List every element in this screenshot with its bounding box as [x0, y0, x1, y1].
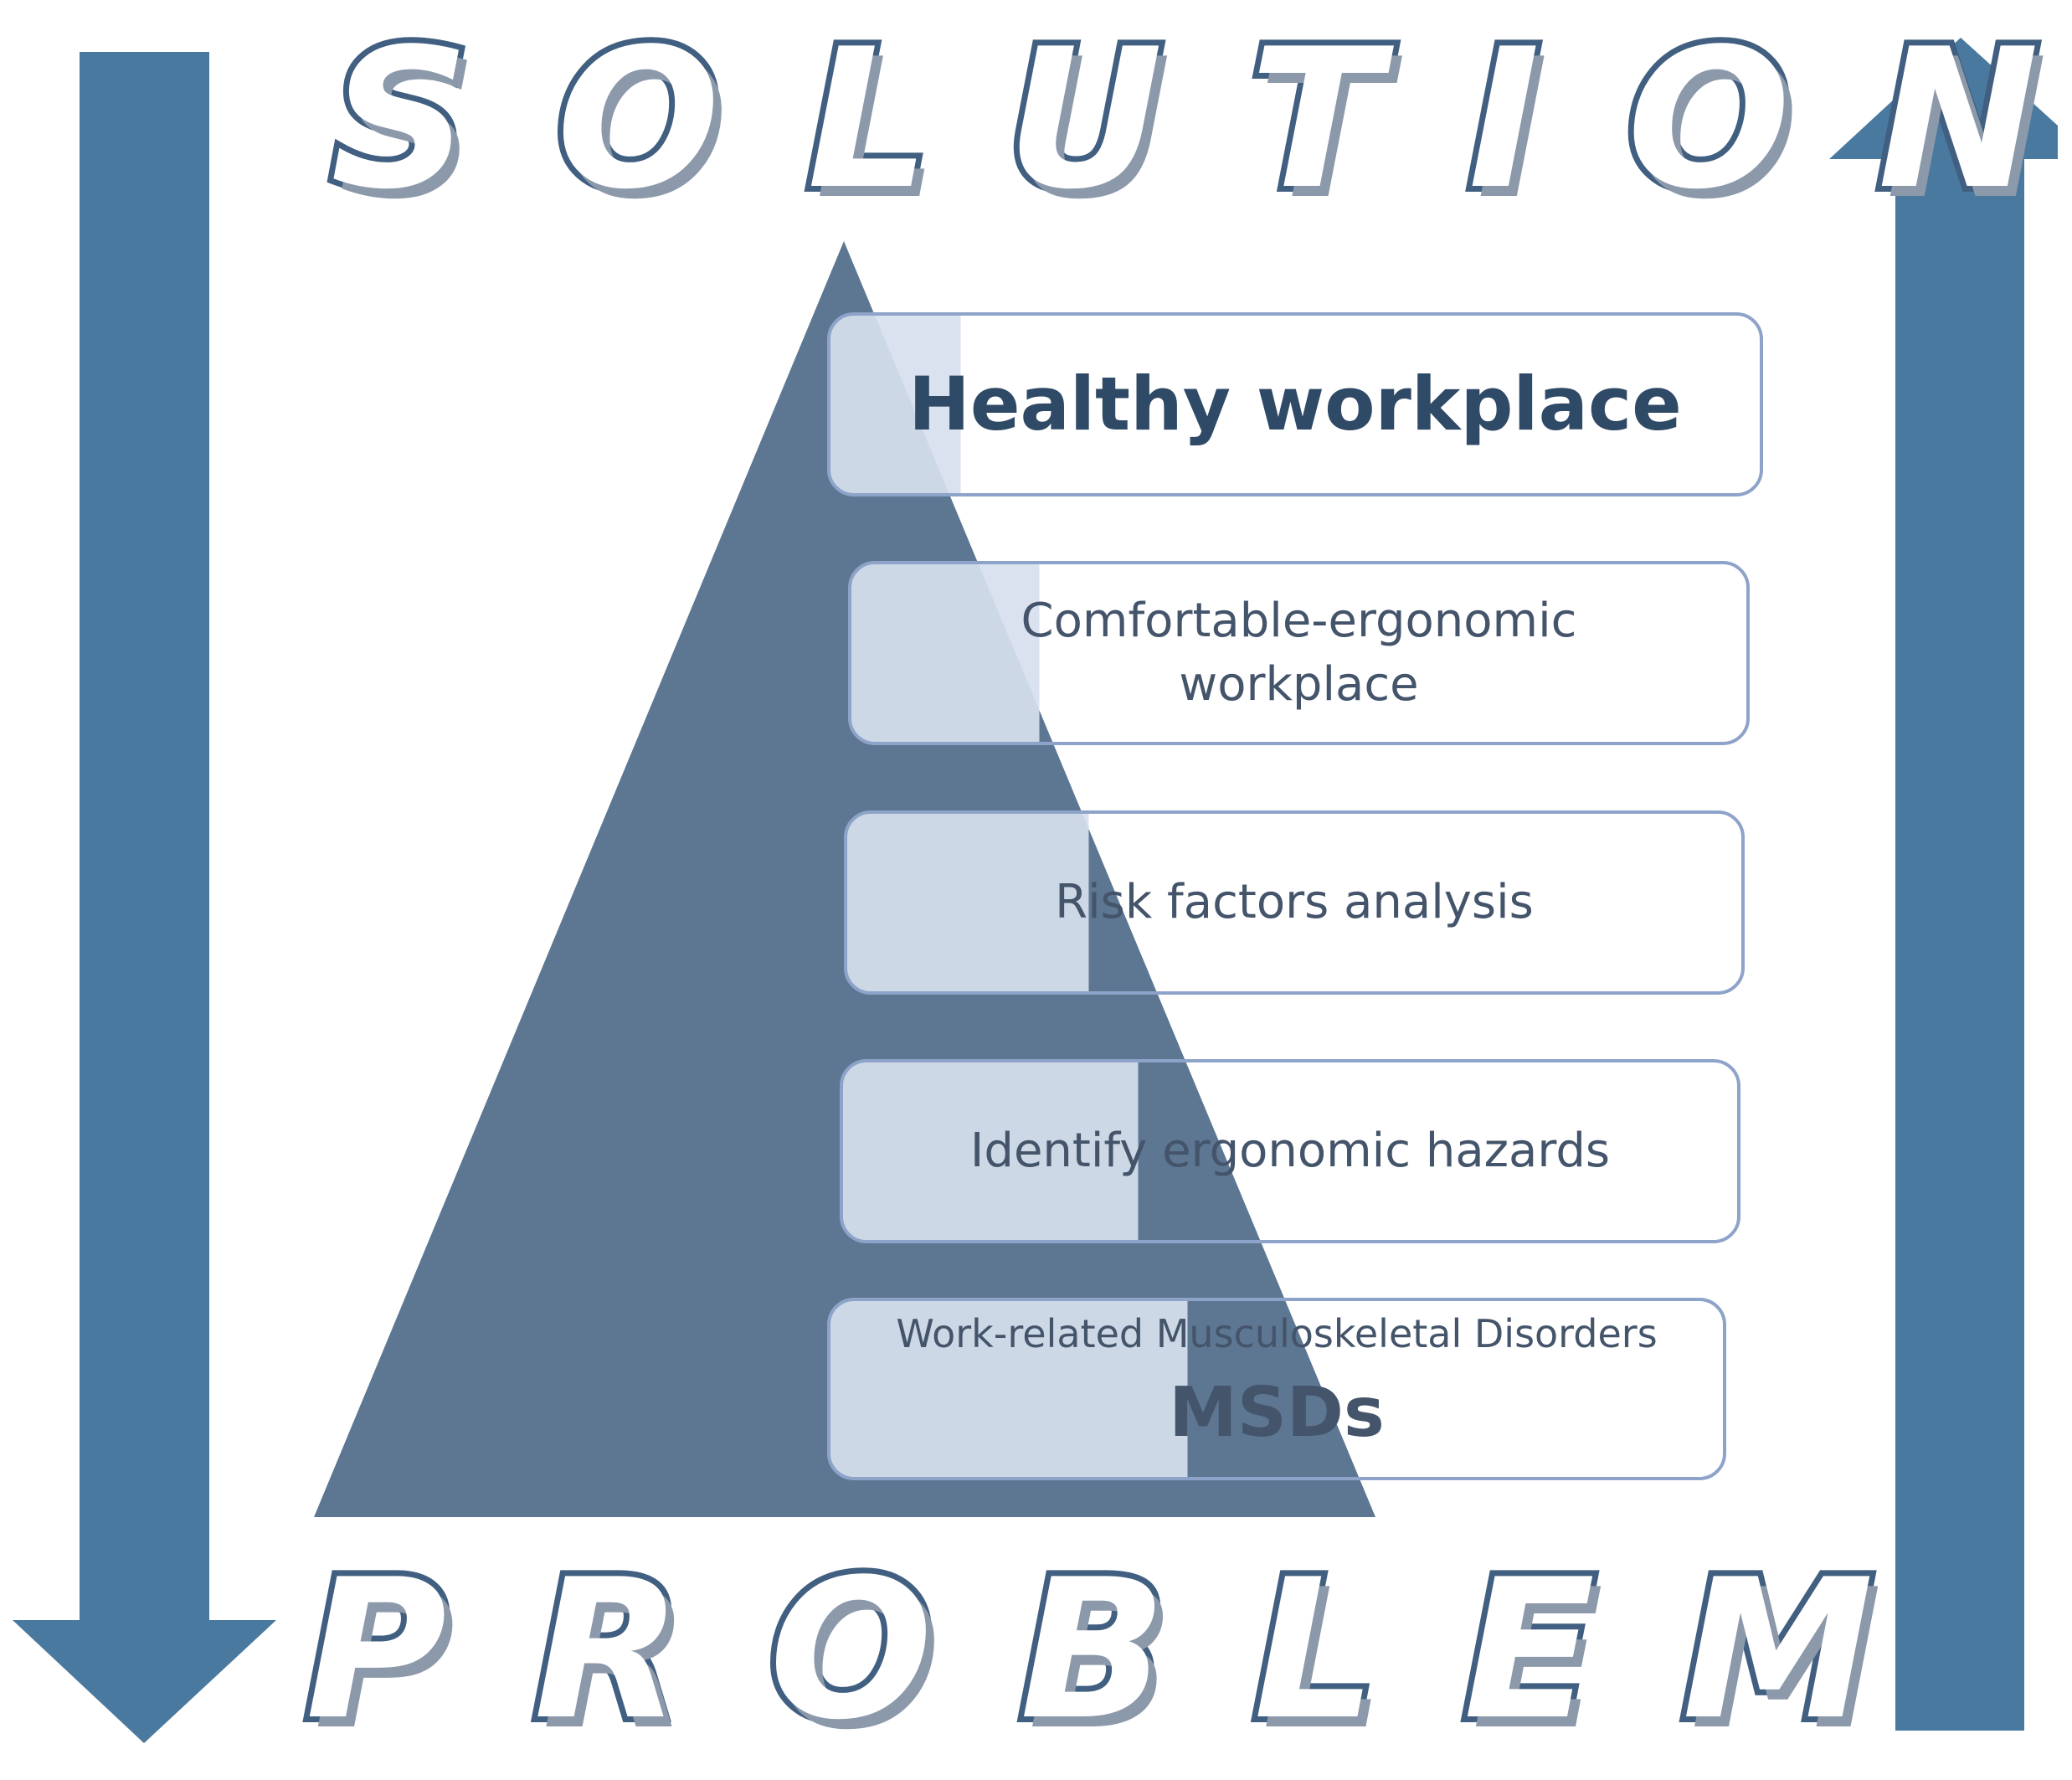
up-arrow	[1829, 38, 2058, 1731]
problem-title: PROBLEM	[300, 1533, 1961, 1768]
level-label: Comfortable-ergonomic workplace	[1021, 594, 1577, 712]
level-label: Identify ergonomic hazards	[969, 1124, 1611, 1178]
level-label: MSDs	[1169, 1373, 1385, 1453]
level-msds: Work-related Musculoskeletal Disorders M…	[827, 1298, 1726, 1480]
level-label: Risk factors analysis	[1055, 875, 1534, 929]
level-label: Healthy workplace	[908, 361, 1682, 447]
solution-title: SOLUTION	[325, 3, 2072, 238]
level-comfortable-workplace: Comfortable-ergonomic workplace	[848, 561, 1750, 745]
level-healthy-workplace: Healthy workplace	[827, 312, 1763, 496]
down-arrow	[13, 52, 276, 1743]
level-sublabel: Work-related Musculoskeletal Disorders	[896, 1311, 1658, 1356]
level-risk-factors: Risk factors analysis	[844, 810, 1745, 995]
level-identify-hazards: Identify ergonomic hazards	[840, 1059, 1740, 1243]
